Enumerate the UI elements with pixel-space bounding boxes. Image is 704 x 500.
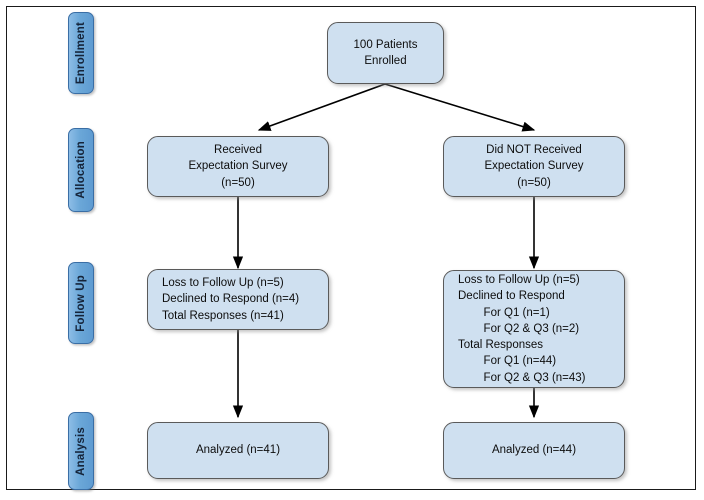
node-text-line: For Q2 & Q3 (n=43) <box>458 371 586 384</box>
stage-label-analysis: Analysis <box>68 412 94 490</box>
node-text-line: Total Responses (n=41) <box>162 309 284 322</box>
node-text-line: Received <box>214 144 262 156</box>
node-text-line: Did NOT Received <box>486 144 582 156</box>
node-text-line: Analyzed (n=44) <box>491 444 577 457</box>
node-text-line: Expectation Survey <box>188 160 288 173</box>
node-text-line: (n=50) <box>221 176 255 189</box>
node-text-line: Enrolled <box>364 55 407 67</box>
node-text-line: Declined to Respond (n=4) <box>162 293 300 306</box>
node-text-line: (n=50) <box>517 176 551 189</box>
node-text-line: Loss to Follow Up (n=5) <box>162 277 284 289</box>
node-text-line: 100 Patients <box>353 38 418 51</box>
node-followup-right[interactable]: Loss to Follow Up (n=5) Declined to Respo… <box>443 270 625 388</box>
stage-label-follow-up-text: Follow Up <box>75 274 87 332</box>
node-followup-right-text: Loss to Follow Up (n=5) Declined to Respo… <box>458 272 624 386</box>
node-analysis-right-text: Analyzed (n=44) <box>444 442 624 458</box>
stage-label-enrollment: Enrollment <box>68 12 94 94</box>
stage-label-follow-up: Follow Up <box>68 262 94 344</box>
node-text-line: Total Responses <box>458 339 544 352</box>
node-text-line: Declined to Respond <box>458 290 565 303</box>
node-text-line: Loss to Follow Up (n=5) <box>458 273 580 286</box>
stage-label-allocation: Allocation <box>68 128 94 212</box>
node-text-line: For Q1 (n=1) <box>458 306 550 319</box>
stage-label-analysis-text: Analysis <box>75 426 87 476</box>
stage-label-allocation-text: Allocation <box>75 141 87 199</box>
node-text-line: For Q1 (n=44) <box>458 355 557 368</box>
node-text-line: For Q2 & Q3 (n=2) <box>458 322 580 335</box>
node-analysis-left-text: Analyzed (n=41) <box>148 442 328 458</box>
node-text-line: Expectation Survey <box>484 160 584 173</box>
node-analysis-left[interactable]: Analyzed (n=41) <box>147 422 329 479</box>
node-text-line: Analyzed (n=41) <box>195 444 281 457</box>
node-followup-left[interactable]: Loss to Follow Up (n=5) Declined to Respo… <box>147 269 329 330</box>
node-analysis-right[interactable]: Analyzed (n=44) <box>443 422 625 479</box>
stage-label-enrollment-text: Enrollment <box>75 21 87 85</box>
node-followup-left-text: Loss to Follow Up (n=5) Declined to Respo… <box>162 275 328 324</box>
